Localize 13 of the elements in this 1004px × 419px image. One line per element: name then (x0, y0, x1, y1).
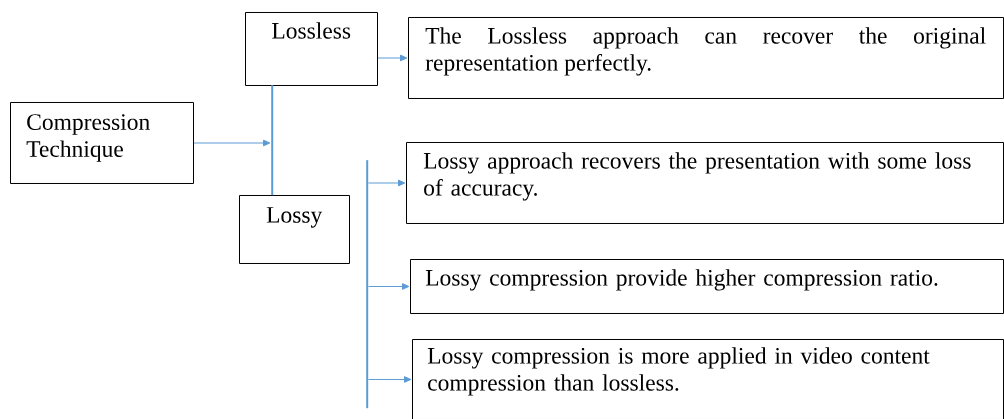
text-box: Lossy (239, 195, 350, 264)
text-box: Compression Technique (10, 102, 194, 184)
text-box: Lossy compression is more applied in video content compression than lossless. (412, 339, 1004, 419)
arrow (367, 376, 412, 383)
text-box: The Lossless approach can recover the original representation perfectly. (408, 17, 1004, 99)
arrow (377, 54, 408, 62)
text-box: Lossy approach recovers the presentation with some loss of accuracy. (406, 142, 1004, 224)
arrow (367, 179, 406, 187)
arrow (367, 283, 410, 290)
arrow (193, 139, 271, 147)
text-box: Lossy compression provide higher compression ratio. (410, 259, 1004, 314)
text-box: Lossless (245, 12, 378, 86)
bus-bar (366, 160, 369, 409)
